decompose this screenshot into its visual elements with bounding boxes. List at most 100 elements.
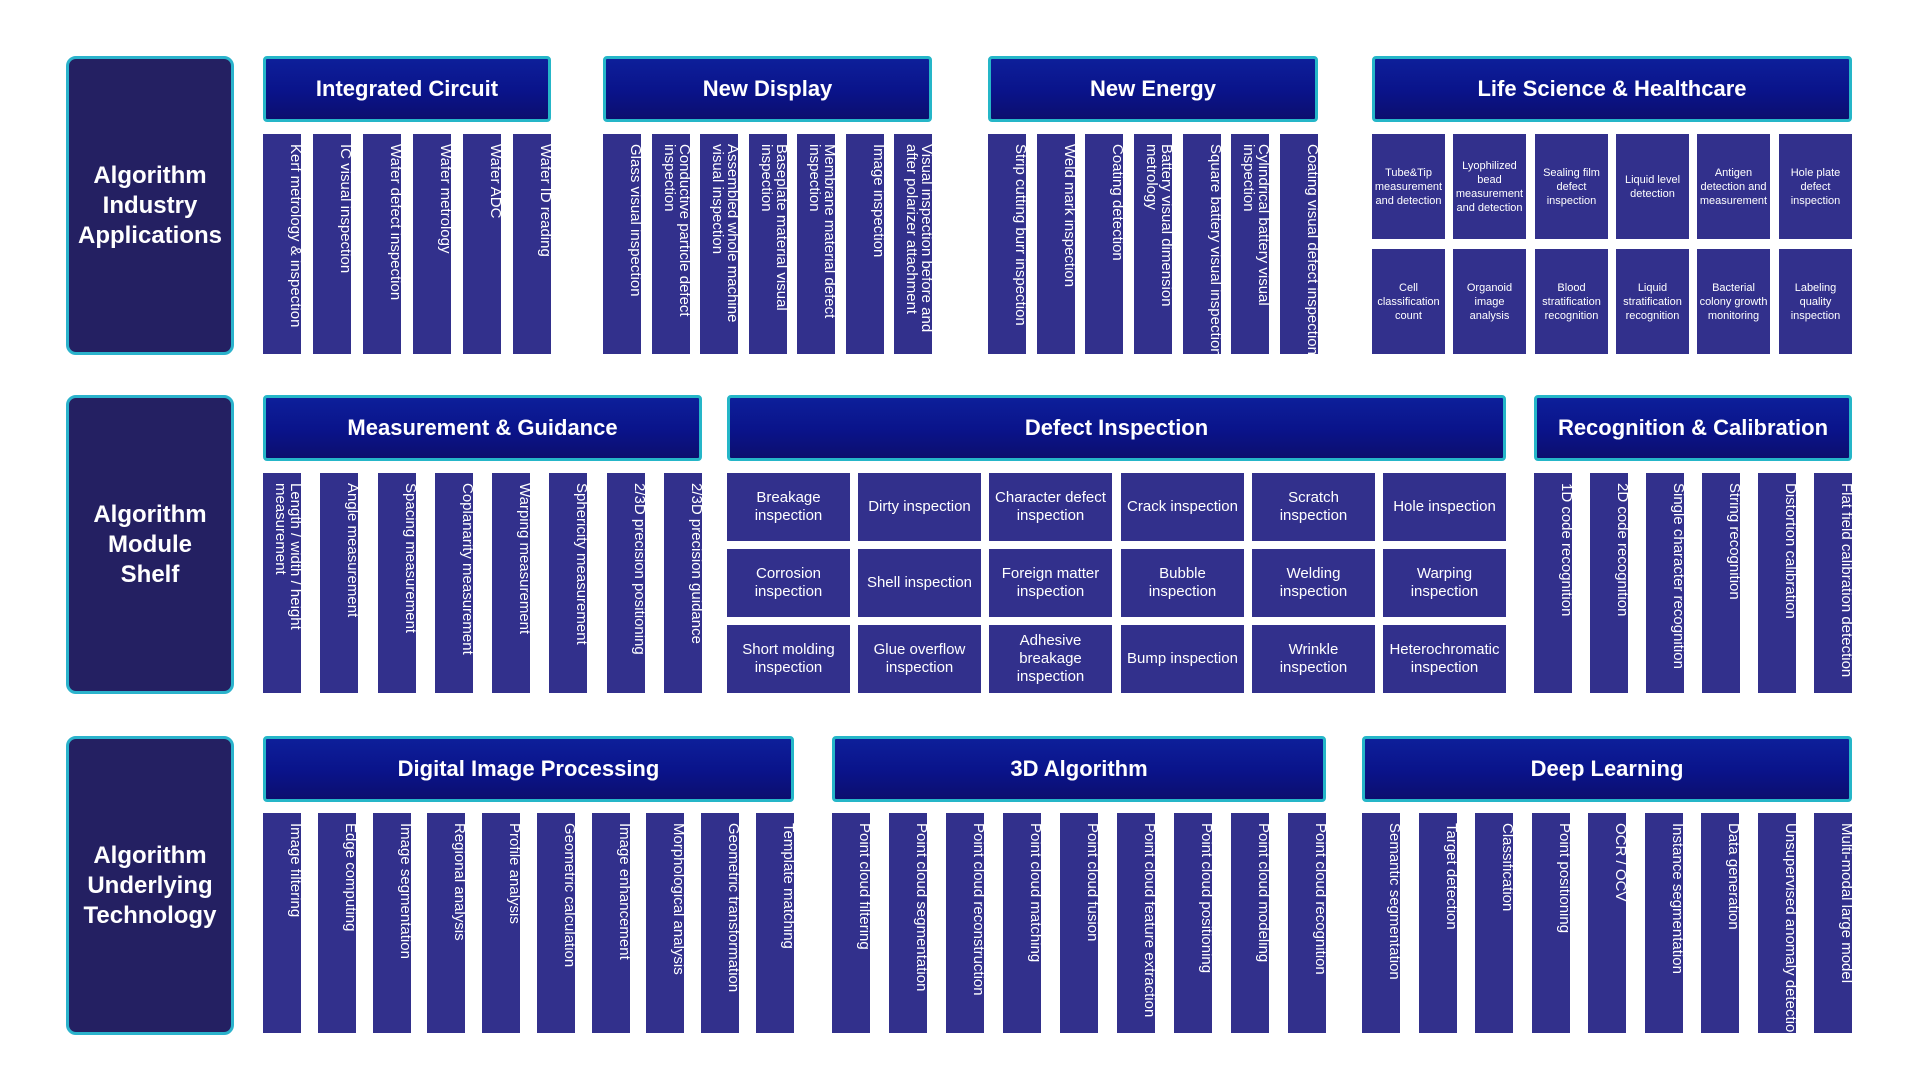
group-header-digital-image-processing: Digital Image Processing: [263, 736, 794, 802]
vertical-item: Geometric calculation: [537, 813, 578, 1033]
vertical-item-label: Point cloud recognition: [1312, 823, 1329, 975]
vertical-item-label: Geometric calculation: [561, 823, 578, 968]
grid-tile: Crack inspection: [1121, 473, 1244, 541]
vertical-item-label: Kerf metrology & inspection: [287, 144, 304, 328]
vertical-item: Point cloud filtering: [832, 813, 873, 1033]
grid-tile: Sealing film defect inspection: [1535, 134, 1608, 239]
vertical-item: Profile analysis: [482, 813, 523, 1033]
group-header-3d-algorithm: 3D Algorithm: [832, 736, 1326, 802]
vertical-item: Instance segmentation: [1645, 813, 1686, 1033]
vertical-item-label: Visual inspection before and after polar…: [903, 144, 935, 333]
vertical-item: OCR / OCV: [1588, 813, 1629, 1033]
vertical-item-label: String recognition: [1726, 483, 1743, 600]
vertical-item: Cylindrical battery visual inspection: [1231, 134, 1272, 354]
vertical-item: Classification: [1475, 813, 1516, 1033]
vertical-item: Kerf metrology & inspection: [263, 134, 304, 354]
grid-tile: Antigen detection and measurement: [1697, 134, 1770, 239]
grid-tile: Blood stratification recognition: [1535, 249, 1608, 354]
row-label: Algorithm Module Shelf: [66, 395, 234, 694]
vertical-item: IC visual inspection: [313, 134, 354, 354]
vertical-item: Data generation: [1701, 813, 1742, 1033]
group-header-deep-learning: Deep Learning: [1362, 736, 1852, 802]
vertical-item: Weld mark inspection: [1037, 134, 1078, 354]
vertical-item: Edge computing: [318, 813, 359, 1033]
vertical-item-label: Point cloud feature extraction: [1141, 823, 1158, 1018]
vertical-item-label: 1D code recognition: [1558, 483, 1575, 617]
vertical-item-label: Template matching: [780, 823, 797, 949]
vertical-item: Image filtering: [263, 813, 304, 1033]
group-header-measurement-guidance: Measurement & Guidance: [263, 395, 702, 461]
grid-tile: Organoid image analysis: [1453, 249, 1526, 354]
vertical-item-label: Classification: [1499, 823, 1516, 912]
vertical-item: Glass visual inspection: [603, 134, 644, 354]
grid-tile: Character defect inspection: [989, 473, 1112, 541]
grid-tile: Warping inspection: [1383, 549, 1506, 617]
vertical-item-label: Data generation: [1725, 823, 1742, 930]
grid-tile: Bump inspection: [1121, 625, 1244, 693]
vertical-item: Point cloud segmentation: [889, 813, 930, 1033]
vertical-item-label: Sphericity measurement: [573, 483, 590, 645]
vertical-item: Flat field calibration detection: [1814, 473, 1855, 693]
vertical-item-label: Wafer ID reading: [537, 144, 554, 257]
vertical-item-label: Image enhancement: [616, 823, 633, 960]
vertical-item: Unsupervised anomaly detection: [1758, 813, 1799, 1041]
row-label: Algorithm Underlying Technology: [66, 736, 234, 1035]
vertical-item-label: Profile analysis: [506, 823, 523, 924]
vertical-item-label: Regional analysis: [451, 823, 468, 941]
vertical-item-label: Square battery visual inspection: [1207, 144, 1224, 357]
vertical-item-label: 2/3D precision guidance: [688, 483, 705, 644]
vertical-item: Image inspection: [846, 134, 887, 354]
vertical-item-label: Coating detection: [1109, 144, 1126, 261]
vertical-item: Point cloud fusion: [1060, 813, 1101, 1033]
vertical-item: Point cloud recognition: [1288, 813, 1329, 1033]
vertical-item-label: Coplanarity measurement: [459, 483, 476, 655]
vertical-item-label: Point cloud filtering: [856, 823, 873, 950]
grid-tile: Bubble inspection: [1121, 549, 1244, 617]
vertical-item: 2D code recognition: [1590, 473, 1631, 693]
vertical-item-label: Strip cutting burr inspection: [1012, 144, 1029, 326]
vertical-item-label: Single character recognition: [1670, 483, 1687, 669]
vertical-item: Point cloud matching: [1003, 813, 1044, 1033]
grid-tile: Lyophilized bead measurement and detecti…: [1453, 134, 1526, 239]
vertical-item-label: Glass visual inspection: [627, 144, 644, 297]
vertical-item-label: Cylindrical battery visual inspection: [1240, 144, 1272, 306]
vertical-item: Single character recognition: [1646, 473, 1687, 693]
vertical-item: Wafer defect inspection: [363, 134, 404, 354]
vertical-item: Visual inspection before and after polar…: [894, 134, 935, 354]
vertical-item: Length / width / height measurement: [263, 473, 304, 693]
grid-tile: Foreign matter inspection: [989, 549, 1112, 617]
vertical-item: Regional analysis: [427, 813, 468, 1033]
vertical-item-label: 2D code recognition: [1614, 483, 1631, 617]
grid-tile: Welding inspection: [1252, 549, 1375, 617]
vertical-item-label: Point cloud fusion: [1084, 823, 1101, 942]
grid-tile: Scratch inspection: [1252, 473, 1375, 541]
grid-tile: Liquid level detection: [1616, 134, 1689, 239]
vertical-item: Semantic segmentation: [1362, 813, 1403, 1033]
vertical-item: Square battery visual inspection: [1183, 134, 1224, 357]
vertical-item: Distortion calibration: [1758, 473, 1799, 693]
grid-tile: Shell inspection: [858, 549, 981, 617]
vertical-item: Coating detection: [1085, 134, 1126, 354]
grid-tile: Heterochromatic inspection: [1383, 625, 1506, 693]
grid-tile: Cell classification count: [1372, 249, 1445, 354]
vertical-item-label: Membrane material defect inspection: [806, 144, 838, 319]
vertical-item-label: Image segmentation: [397, 823, 414, 959]
vertical-item: Point cloud positioning: [1174, 813, 1215, 1033]
vertical-item: 1D code recognition: [1534, 473, 1575, 693]
vertical-item-label: IC visual inspection: [337, 144, 354, 274]
vertical-item-label: OCR / OCV: [1612, 823, 1629, 902]
vertical-item-label: Angle measurement: [344, 483, 361, 618]
vertical-item: 2/3D precision positioning: [607, 473, 648, 693]
vertical-item-label: Wafer defect inspection: [387, 144, 404, 301]
vertical-item: Image enhancement: [592, 813, 633, 1033]
vertical-item-label: Coating visual defect inspection: [1304, 144, 1321, 355]
group-header-recognition-calibration: Recognition & Calibration: [1534, 395, 1852, 461]
vertical-item-label: Unsupervised anomaly detection: [1782, 823, 1799, 1041]
vertical-item: Coplanarity measurement: [435, 473, 476, 693]
vertical-item: Conductive particle defect inspection: [652, 134, 693, 354]
grid-tile: Corrosion inspection: [727, 549, 850, 617]
vertical-item-label: Point positioning: [1556, 823, 1573, 934]
vertical-item-label: Point cloud positioning: [1198, 823, 1215, 974]
vertical-item-label: Warping measurement: [516, 483, 533, 635]
vertical-item-label: Assembled whole machine visual inspectio…: [709, 144, 741, 323]
